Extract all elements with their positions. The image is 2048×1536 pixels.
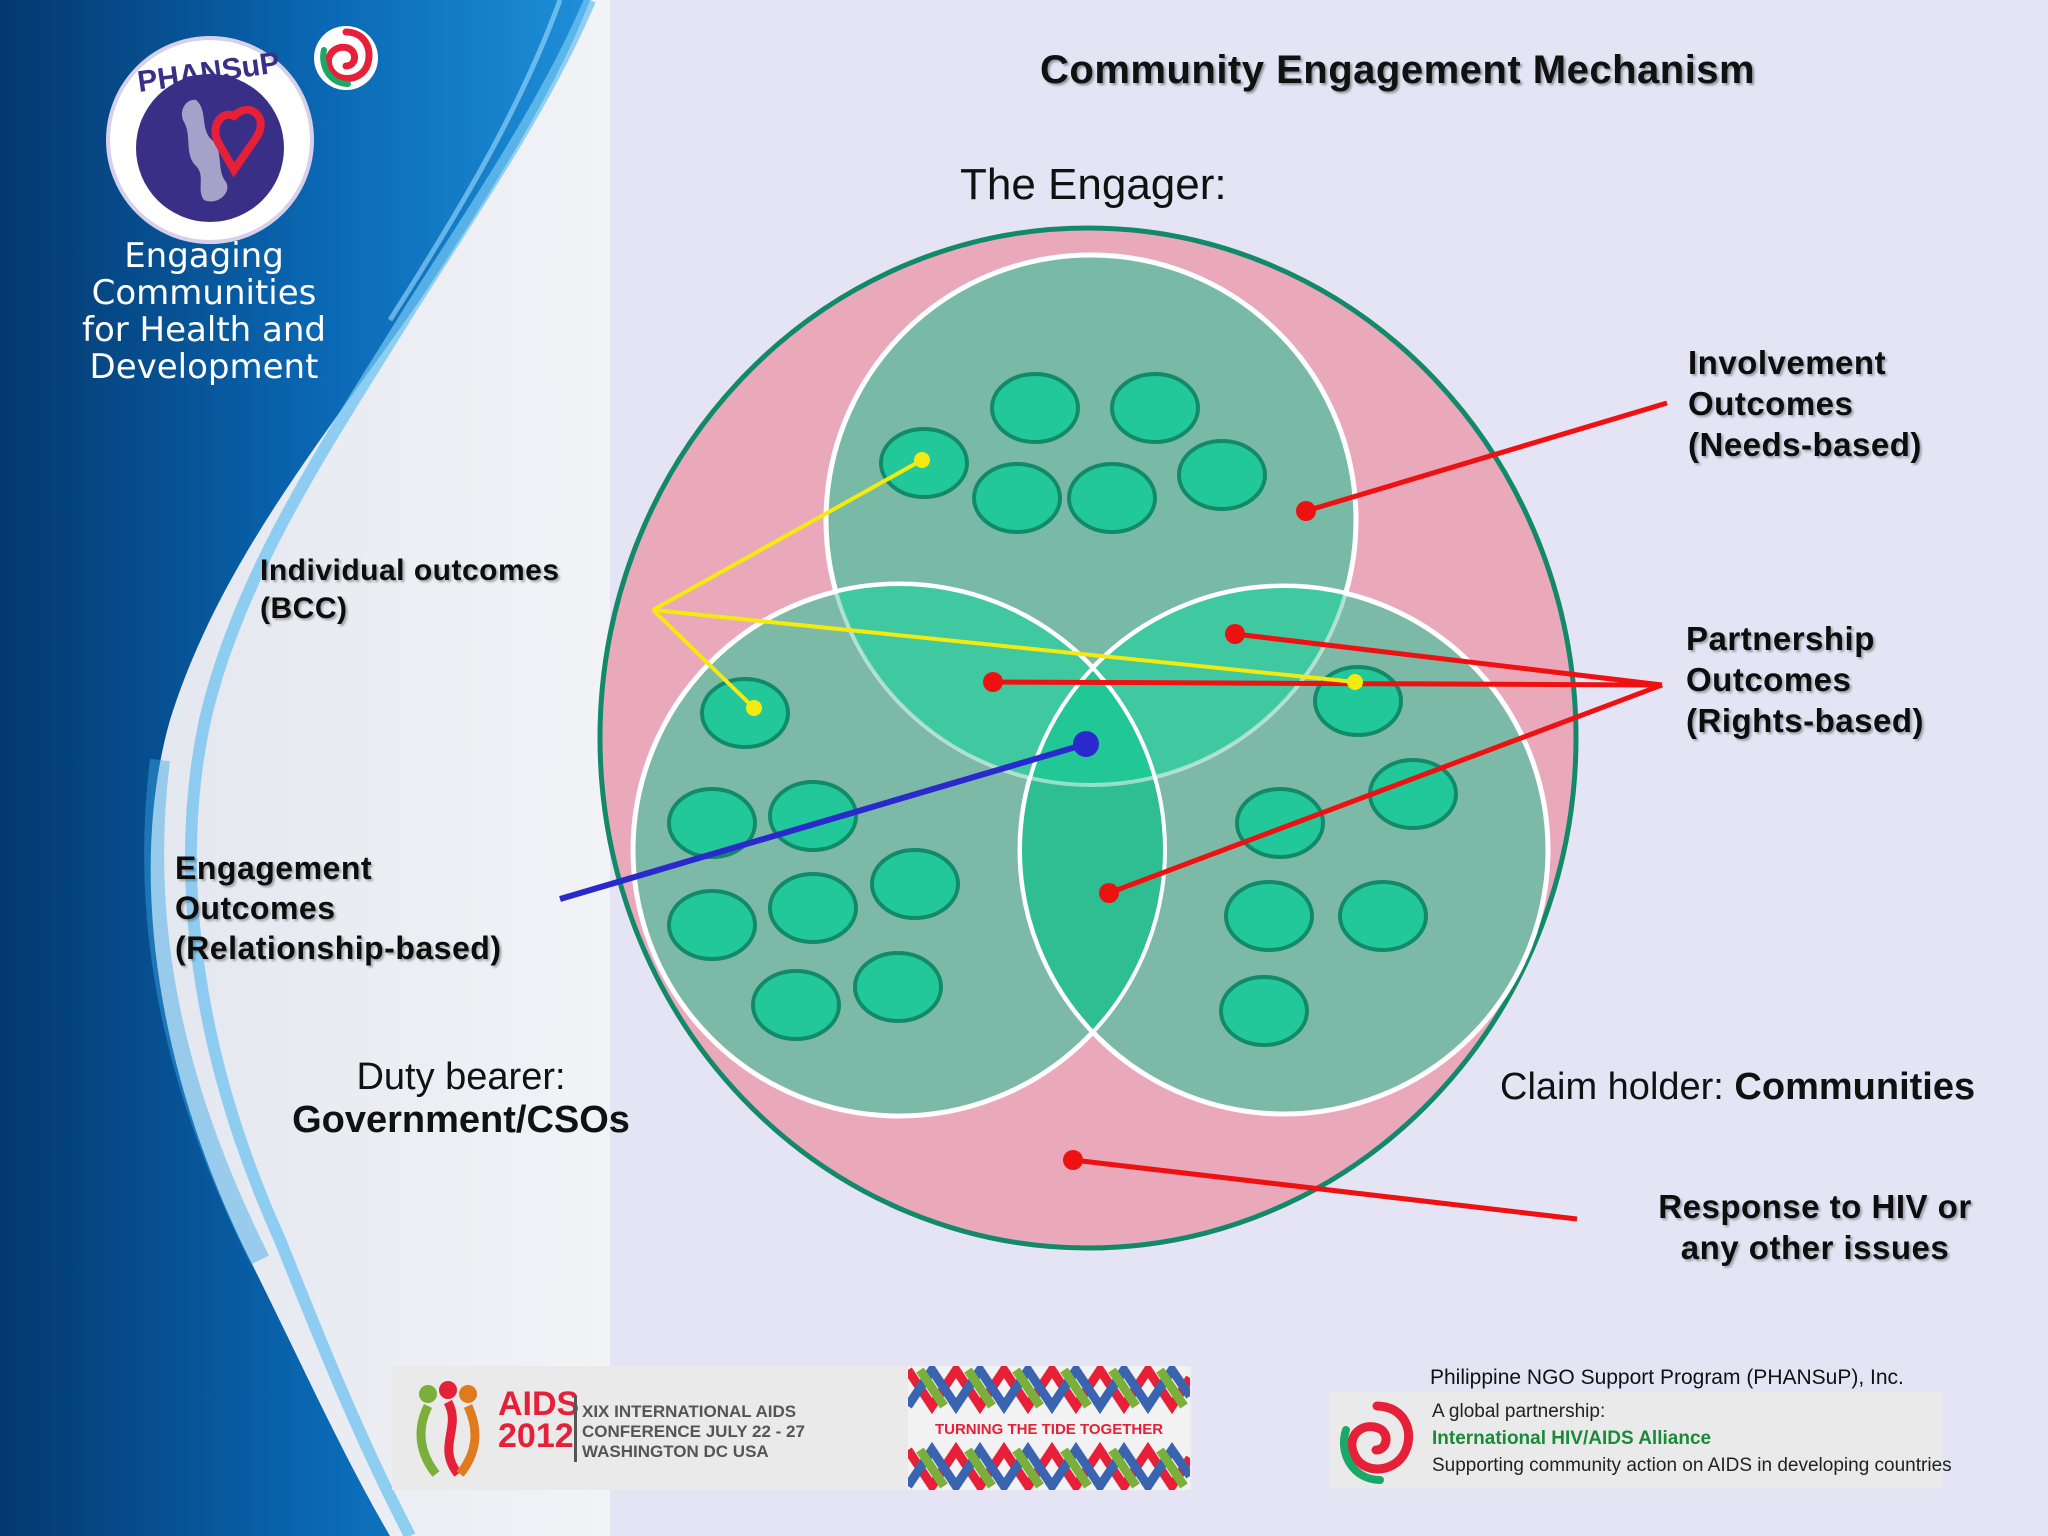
banner-text: TURNING THE TIDE TOGETHER bbox=[935, 1421, 1163, 1438]
member-circle bbox=[1219, 975, 1309, 1047]
tagline-line-3: Development bbox=[89, 347, 319, 387]
pointer-partnership-2 bbox=[992, 679, 1663, 688]
member-circle bbox=[700, 677, 790, 749]
member-circle bbox=[1067, 462, 1157, 534]
pointer-response bbox=[1072, 1157, 1578, 1222]
member-circle bbox=[990, 372, 1080, 444]
ribbon-people-icon bbox=[416, 1381, 480, 1477]
engager-label: The Engager: bbox=[960, 160, 1227, 209]
member-circle bbox=[1368, 758, 1458, 830]
tide-pattern: TURNING THE TIDE TOGETHER bbox=[908, 1366, 1190, 1490]
member-circle bbox=[1235, 787, 1325, 859]
member-circle bbox=[1224, 880, 1314, 952]
member-circle bbox=[853, 951, 943, 1023]
phansup-org-name: Philippine NGO Support Program (PHANSuP)… bbox=[1430, 1366, 1904, 1389]
pointer-partnership-3 bbox=[1108, 682, 1663, 896]
alliance-banner: A global partnership: International HIV/… bbox=[1330, 1392, 1952, 1488]
partnership-label: Partnership Outcomes (Rights-based) bbox=[1686, 620, 1924, 739]
overlap-top-right bbox=[1020, 586, 1356, 785]
conference-info: XIX INTERNATIONAL AIDS CONFERENCE JULY 2… bbox=[582, 1402, 805, 1461]
sidebar-swoosh bbox=[0, 0, 610, 1536]
claim-holder-label: Claim holder: Communities bbox=[1500, 1066, 1976, 1108]
engagement-label: Engagement Outcomes (Relationship-based) bbox=[175, 850, 502, 966]
aids2012-banner: AIDS 2012 XIX INTERNATIONAL AIDS CONFERE… bbox=[392, 1366, 1192, 1490]
member-circle bbox=[1338, 880, 1428, 952]
pointer-individual-2 bbox=[651, 608, 756, 710]
pointer-involvement bbox=[1305, 400, 1668, 514]
aids-wordmark: AIDS 2012 bbox=[498, 1385, 580, 1455]
member-circle bbox=[1110, 372, 1200, 444]
member-circle bbox=[870, 848, 960, 920]
member-circle bbox=[751, 969, 841, 1041]
pointer-partnership-1 bbox=[1234, 631, 1663, 688]
involvement-label: Involvement Outcomes (Needs-based) bbox=[1688, 344, 1922, 463]
response-label: Response to HIV or any other issues bbox=[1658, 1188, 1972, 1266]
individual-label: Individual outcomes (BCC) bbox=[260, 554, 560, 625]
member-circle bbox=[667, 889, 757, 961]
swirl-logo bbox=[314, 26, 378, 90]
pointer-engagement bbox=[559, 741, 1087, 902]
tagline-line-2: for Health and bbox=[82, 310, 326, 350]
member-circle bbox=[972, 462, 1062, 534]
member-circle bbox=[1177, 439, 1267, 511]
phansup-logo: PHANSuP bbox=[106, 36, 314, 244]
duty-bearer-label: Duty bearer: Government/CSOs bbox=[292, 1056, 630, 1141]
alliance-text: A global partnership: International HIV/… bbox=[1432, 1401, 1952, 1476]
overlap-top-left bbox=[826, 584, 1165, 785]
pointer-individual-1 bbox=[652, 458, 923, 612]
pointer-individual-3 bbox=[652, 608, 1356, 684]
slide-title: Community Engagement Mechanism bbox=[1040, 48, 1756, 92]
tagline-line-1: Engaging Communities bbox=[91, 236, 317, 313]
sidebar-tagline: Engaging Communities for Health and Deve… bbox=[14, 238, 394, 386]
member-circle bbox=[768, 872, 858, 944]
alliance-swirl-icon bbox=[1339, 1401, 1414, 1484]
